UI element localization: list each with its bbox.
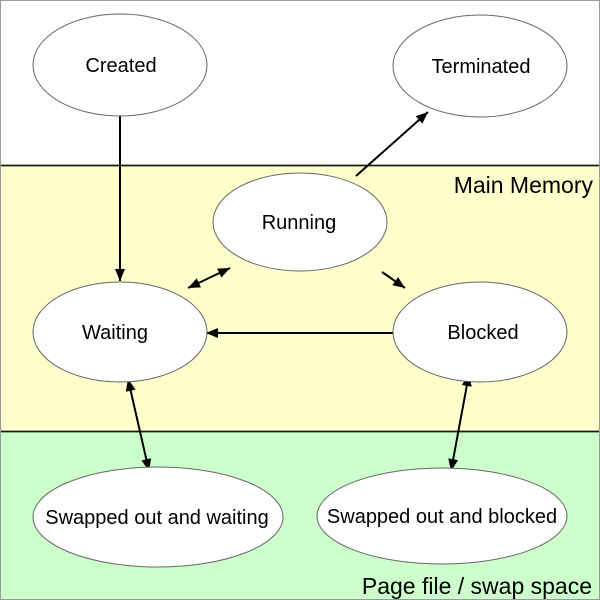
node-terminated-ellipse — [392, 14, 568, 118]
node-swapped-blocked-label: Swapped out and blocked — [327, 506, 557, 528]
edge-running-waiting-bidirectional — [187, 267, 231, 289]
node-terminated-label: Terminated — [432, 56, 531, 78]
edge-running-to-terminated — [355, 111, 429, 177]
node-waiting-label: Waiting — [82, 322, 148, 344]
node-waiting-ellipse — [32, 281, 208, 383]
node-created-label: Created — [85, 55, 156, 77]
node-created-ellipse — [32, 13, 208, 117]
node-blocked-label: Blocked — [447, 322, 518, 344]
edge-blocked-swapped-bidirectional — [448, 373, 472, 472]
main-memory-region-label: Main Memory — [454, 172, 594, 198]
swap-space-region-label: Page file / swap space — [362, 573, 592, 599]
edge-waiting-swapped-bidirectional — [125, 378, 152, 472]
node-swapped-blocked-ellipse — [316, 467, 568, 565]
edge-running-to-blocked — [381, 271, 406, 289]
node-running-ellipse — [212, 172, 388, 272]
node-swapped-waiting-label: Swapped out and waiting — [45, 507, 269, 529]
node-blocked-ellipse — [392, 281, 568, 383]
node-swapped-waiting-ellipse — [32, 466, 284, 568]
node-running-label: Running — [262, 212, 337, 234]
